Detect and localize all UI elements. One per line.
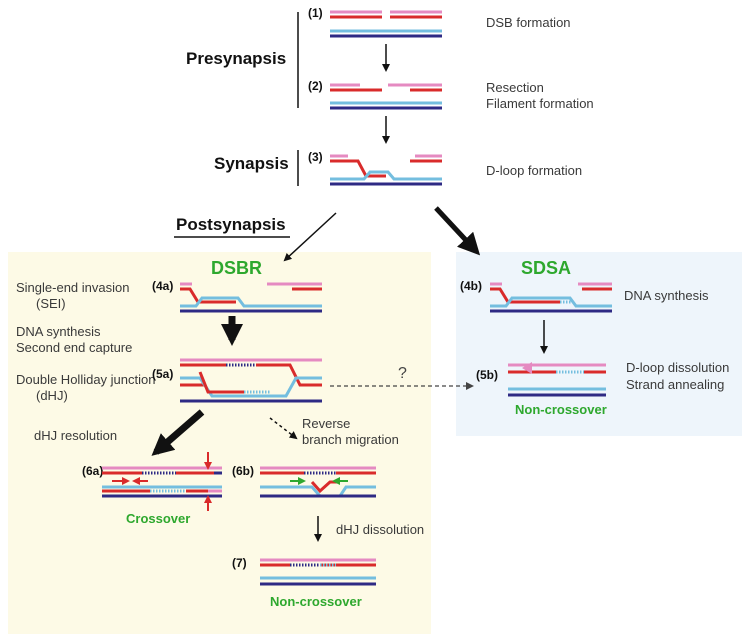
label-sei-line1: Single-end invasion [16,280,129,295]
label-filament-formation: Filament formation [486,96,594,111]
phase-postsynapsis: Postsynapsis [176,215,286,234]
step-5a: (5a) [152,367,173,381]
outcome-noncrossover-dhj: Non-crossover [270,594,362,609]
dna-step-3 [330,154,442,186]
step-4b: (4b) [460,279,482,293]
step-2: (2) [308,79,323,93]
label-resection: Resection [486,80,544,95]
label-reverse-line1: Reverse [302,416,350,431]
dna-step-6a [102,466,222,498]
label-dloop-formation: D-loop formation [486,163,582,178]
phase-presynapsis: Presynapsis [186,49,286,68]
phase-synapsis: Synapsis [214,154,289,173]
arrow-to-sdsa [434,206,481,256]
step-6a: (6a) [82,464,103,478]
dna-step-6b [260,466,376,498]
dsbr-title: DSBR [211,258,262,278]
dna-step-5b [508,362,606,397]
arrow-to-dsbr [283,212,337,262]
label-sdsa-dna-synthesis: DNA synthesis [624,288,709,303]
step-7: (7) [232,556,247,570]
dna-step-1 [330,10,442,38]
sdsa-title: SDSA [521,258,571,278]
step-1: (1) [308,6,323,20]
step-4a: (4a) [152,279,173,293]
label-strand-annealing: Strand annealing [626,377,724,392]
arrow-to-6a [151,409,205,456]
dna-step-5a [180,358,322,403]
migration-arrows-6b [290,477,348,485]
label-reverse-line2: branch migration [302,432,399,447]
outcome-noncrossover-sdsa: Non-crossover [515,402,607,417]
dna-step-4a [180,282,322,313]
label-dhj-resolution: dHJ resolution [34,428,117,443]
step-6b: (6b) [232,464,254,478]
resolution-arrows-6a [112,452,212,511]
label-question: ? [398,365,407,382]
label-dna-synth-line2: Second end capture [16,340,132,355]
step-5b: (5b) [476,368,498,382]
label-dna-synth-line1: DNA synthesis [16,324,101,339]
label-dhj-dissolution: dHJ dissolution [336,522,424,537]
label-dloop-dissolution: D-loop dissolution [626,360,729,375]
dna-step-7 [260,558,376,586]
dna-step-2 [330,83,442,110]
label-dhj-line1: Double Holliday junction [16,372,155,387]
step-3: (3) [308,150,323,164]
label-dsb-formation: DSB formation [486,15,571,30]
outcome-crossover: Crossover [126,511,190,526]
dna-step-4b [490,282,612,313]
dsbr-panel [8,252,431,634]
label-dhj-line2: (dHJ) [36,388,68,403]
label-sei-line2: (SEI) [36,296,66,311]
